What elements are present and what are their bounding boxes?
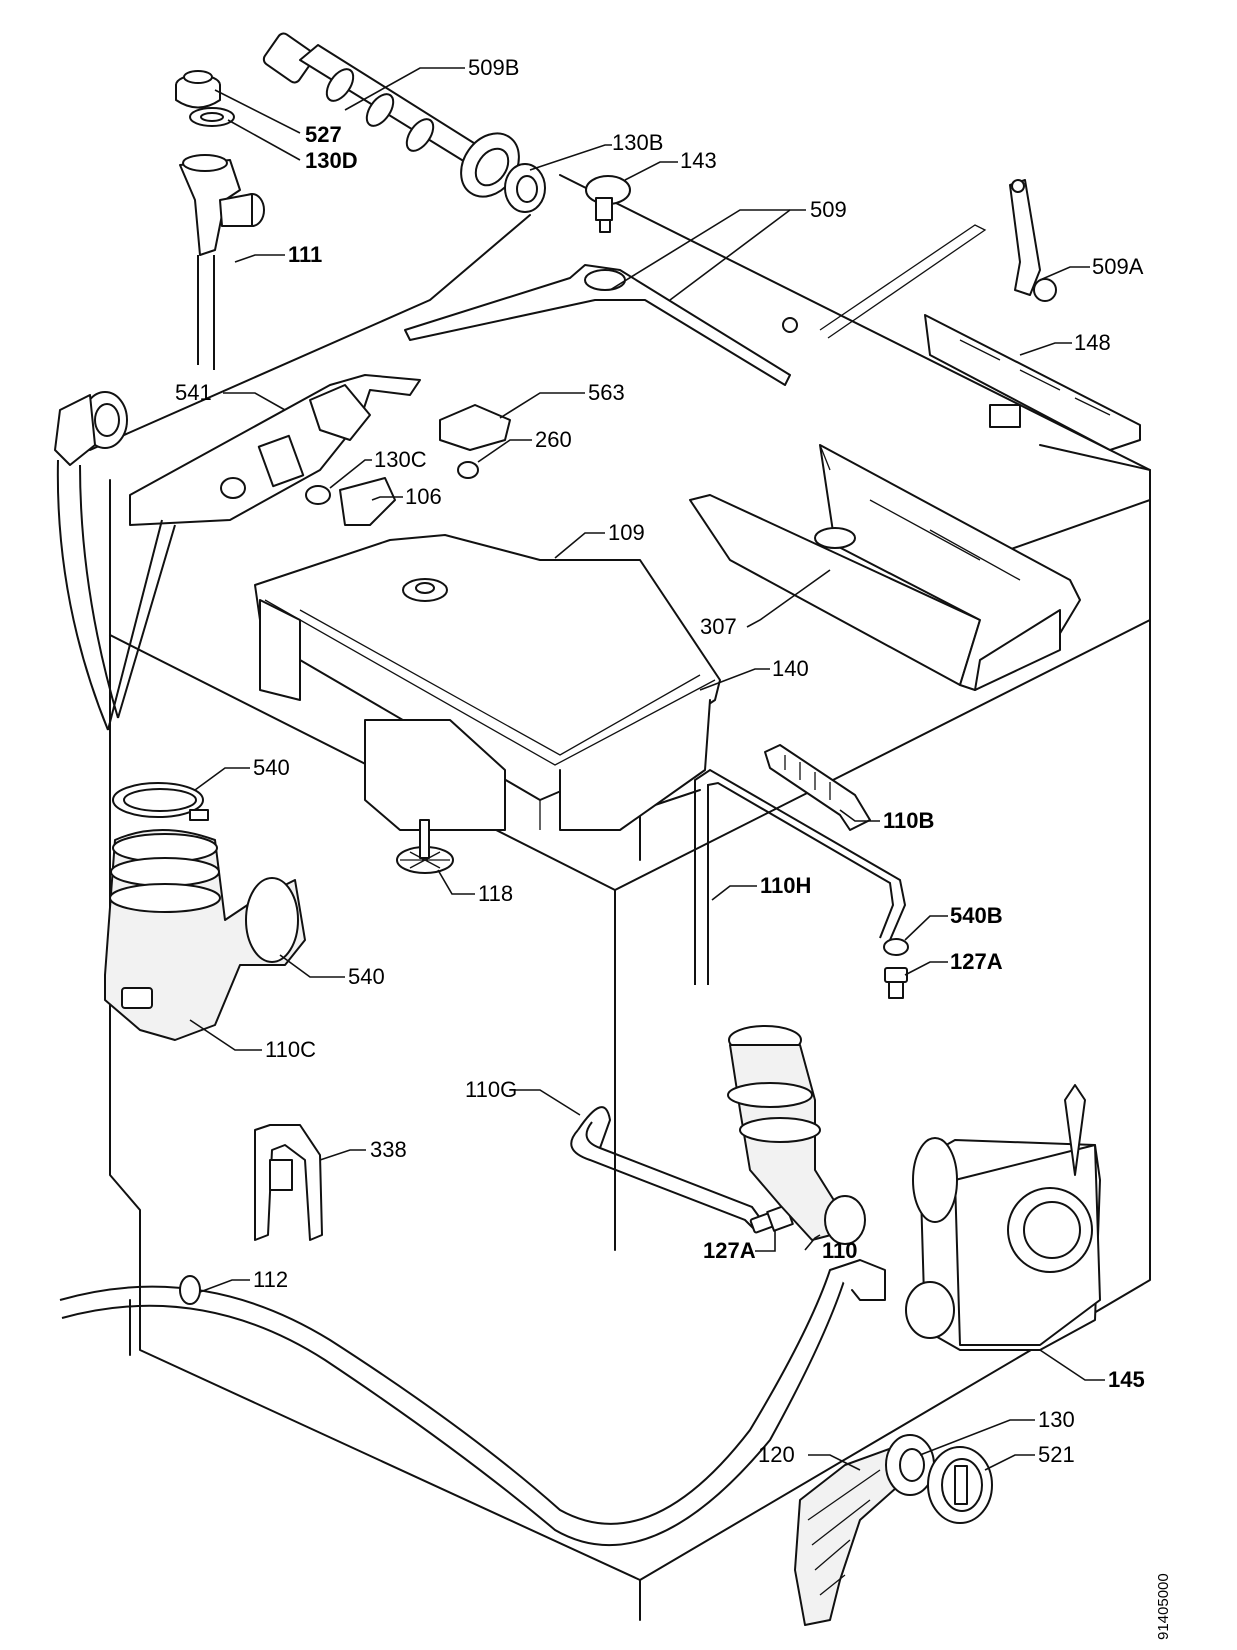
cam-563 <box>439 404 511 451</box>
label-563: 563 <box>588 380 625 405</box>
filter-120 <box>794 1444 906 1626</box>
nozzle-127a-bottom <box>749 1204 794 1234</box>
part-labels: 509B 527 130D 130B 143 111 509 509A 148 … <box>175 55 1145 1467</box>
valve-143 <box>585 175 631 233</box>
label-112: 112 <box>253 1267 288 1292</box>
seal-130c <box>305 485 331 505</box>
drain-hose-112 <box>59 1259 886 1547</box>
pipe-110h <box>694 768 907 985</box>
label-110b: 110B <box>883 808 934 833</box>
clamp-540b <box>883 938 909 956</box>
document-number: 91405000 <box>1155 1573 1172 1640</box>
label-109: 109 <box>608 520 645 545</box>
bellows-110 <box>727 1025 866 1245</box>
label-118: 118 <box>478 881 513 906</box>
label-127a-right: 127A <box>950 949 1003 974</box>
label-521: 521 <box>1038 1442 1075 1467</box>
nozzle-127a-right <box>884 967 908 999</box>
cap-521 <box>927 1446 993 1524</box>
label-509b: 509B <box>468 55 519 80</box>
label-130: 130 <box>1038 1407 1075 1432</box>
nozzle-260 <box>457 461 479 479</box>
label-338: 338 <box>370 1137 407 1162</box>
label-120: 120 <box>758 1442 795 1467</box>
label-130c: 130C <box>374 447 427 472</box>
nut-527 <box>175 70 221 109</box>
label-111: 111 <box>288 242 322 267</box>
label-527: 527 <box>305 122 342 147</box>
label-130b: 130B <box>612 130 663 155</box>
bracket-541 <box>129 374 421 526</box>
inlet-hose-509b <box>262 32 520 198</box>
label-540b: 540B <box>950 903 1003 928</box>
label-130d: 130D <box>305 148 358 173</box>
label-140: 140 <box>772 656 809 681</box>
label-540-top: 540 <box>253 755 290 780</box>
lever-509 <box>404 224 987 386</box>
insert-148 <box>924 314 1141 451</box>
label-110: 110 <box>822 1238 858 1263</box>
bellows-540 <box>104 829 306 1041</box>
inlet-valve-111 <box>179 154 265 370</box>
dispenser-tank-109 <box>254 534 721 831</box>
label-509a: 509A <box>1092 254 1144 279</box>
label-143: 143 <box>680 148 717 173</box>
label-541: 541 <box>175 380 212 405</box>
label-110c: 110C <box>265 1037 316 1062</box>
label-127a-bottom: 127A <box>703 1238 756 1263</box>
label-509: 509 <box>810 197 847 222</box>
cabinet-outline <box>89 174 1151 1621</box>
seal-130 <box>885 1434 935 1496</box>
label-540-side: 540 <box>348 964 385 989</box>
pump-145 <box>905 1084 1101 1351</box>
label-307: 307 <box>700 614 737 639</box>
clamp-ring-540 <box>112 782 209 821</box>
label-110g: 110G <box>465 1077 517 1102</box>
washer-130d <box>189 107 235 127</box>
leader-lines <box>189 67 1105 1471</box>
label-145: 145 <box>1108 1367 1145 1392</box>
clip-106 <box>339 477 396 526</box>
seal-130b <box>504 163 546 213</box>
label-110h: 110H <box>760 873 811 898</box>
wheel-118 <box>396 819 454 874</box>
label-260: 260 <box>535 427 572 452</box>
hose-110g <box>570 1106 761 1231</box>
lever-509a <box>1009 179 1057 302</box>
hose-110b <box>764 744 871 831</box>
hose-elbow-541 <box>54 391 176 731</box>
drawer-307 <box>689 444 1081 691</box>
label-148: 148 <box>1074 330 1111 355</box>
bracket-338 <box>254 1124 323 1241</box>
label-106: 106 <box>405 484 442 509</box>
